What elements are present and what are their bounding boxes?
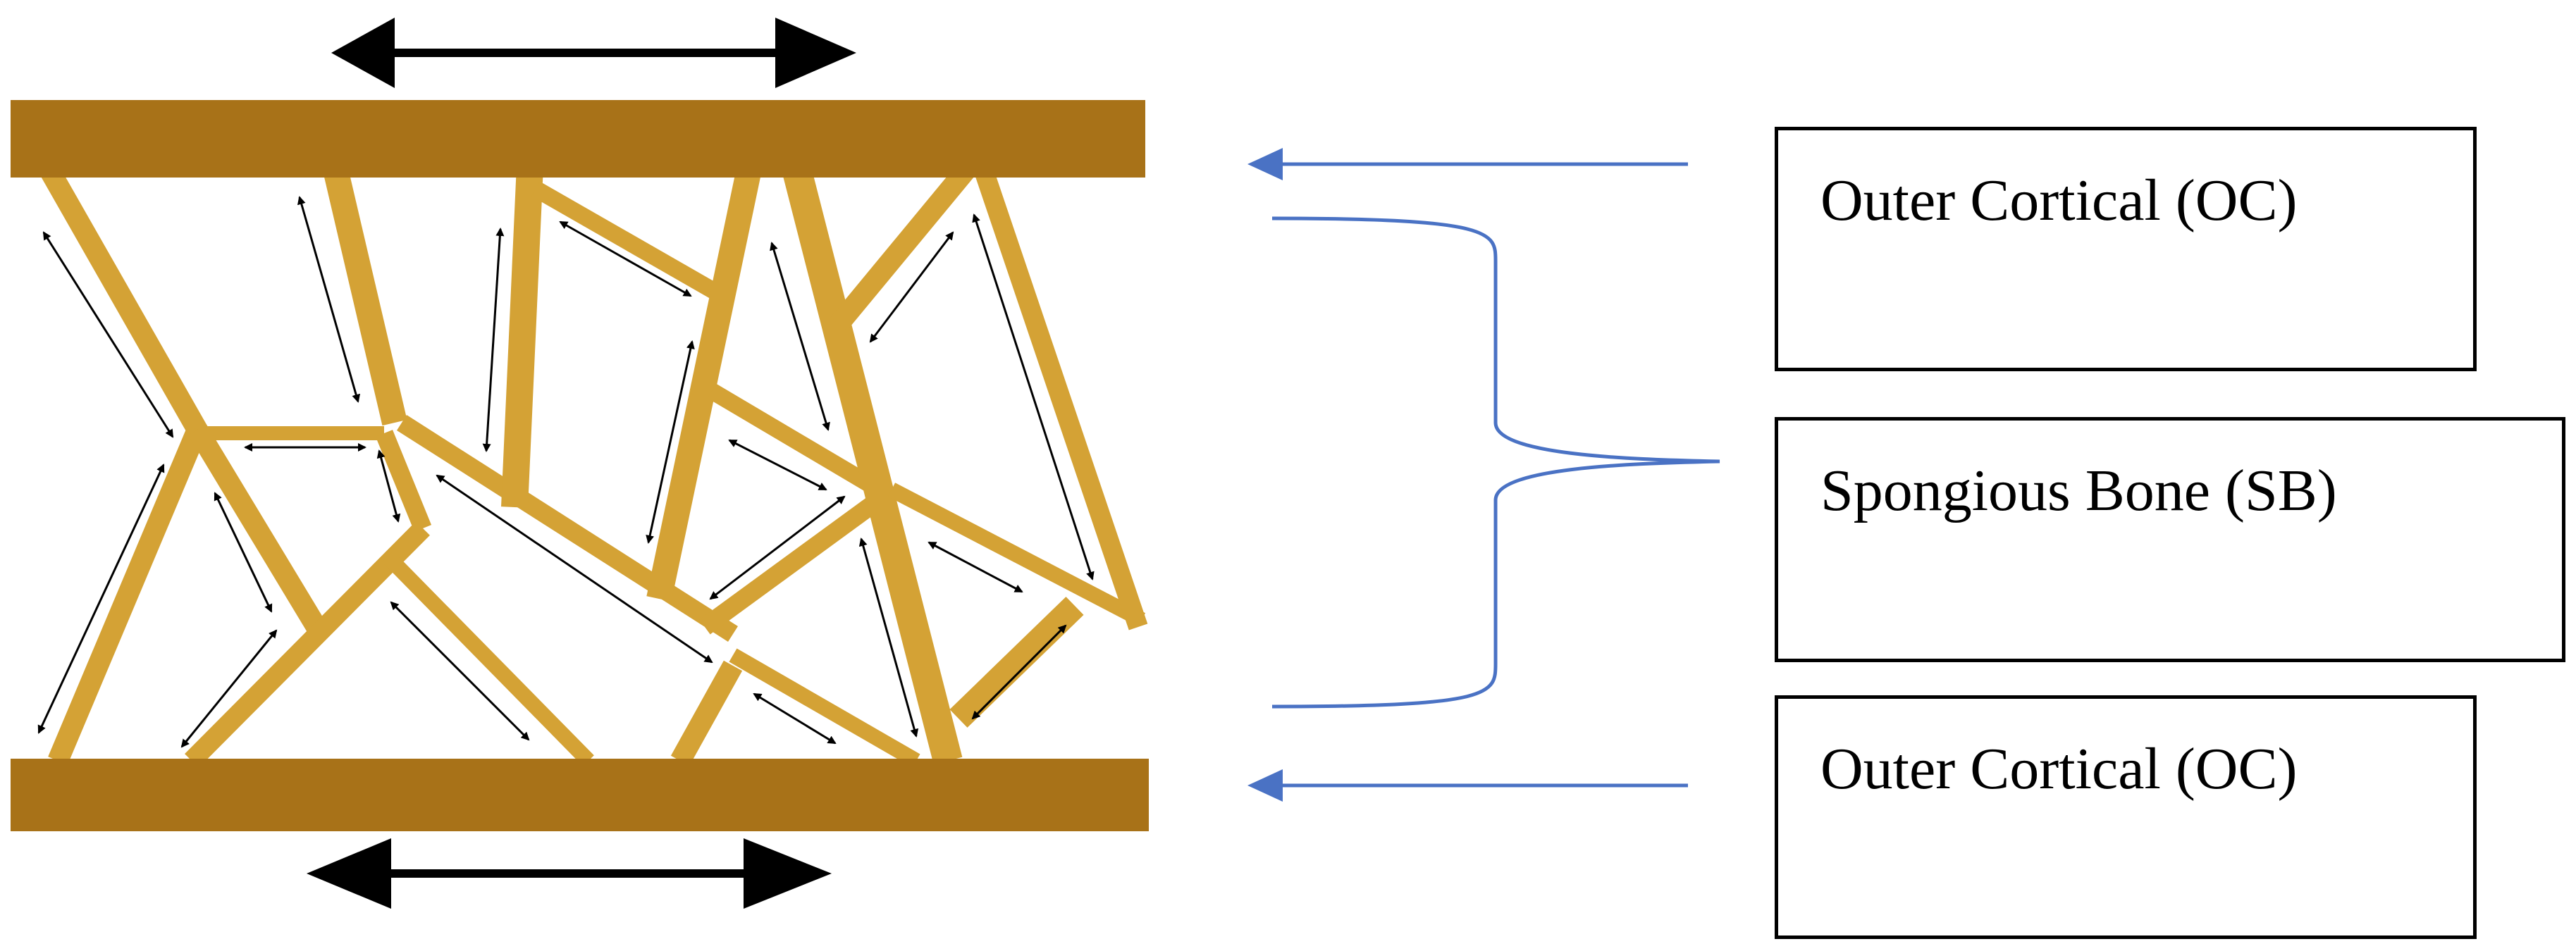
trabecula: [670, 660, 743, 766]
pore-span-arrow: [770, 242, 830, 431]
pore-span-arrow: [42, 231, 174, 438]
pore-span-arrow: [728, 439, 827, 491]
trabecula: [729, 648, 920, 768]
trabecular-network: [29, 146, 1148, 768]
outer-cortical-bottom-label-box: Outer Cortical (OC): [1775, 695, 2477, 939]
trabecula: [382, 551, 594, 766]
pore-span-arrow: [214, 492, 273, 613]
pore-span-arrow: [709, 495, 846, 600]
pore-span-arrow: [753, 692, 837, 745]
bottom-load-arrow: [307, 838, 832, 909]
trabecula: [29, 146, 207, 435]
pore-span-arrow: [858, 537, 919, 738]
pore-span-arrow: [297, 196, 361, 403]
trabecula: [949, 597, 1084, 728]
trabecula: [375, 430, 432, 532]
pore-span-arrow: [971, 624, 1067, 720]
pore-span-arrow: [869, 231, 954, 343]
spongious-bone-brace: [1271, 216, 1720, 709]
outer-cortical-bottom-label: Outer Cortical (OC): [1820, 736, 2298, 802]
spongious-bone-label-box: Spongious Bone (SB): [1775, 417, 2565, 662]
outer-cortical-bottom-pointer: [1247, 769, 1688, 802]
trabecula: [501, 165, 543, 508]
pore-span-arrow: [482, 228, 505, 452]
trabecula: [646, 166, 762, 602]
trabecula: [531, 181, 727, 304]
outer-cortical-top-label-box: Outer Cortical (OC): [1775, 127, 2477, 371]
pore-span-arrows: [37, 196, 1095, 748]
outer-cortical-bottom-plate: [11, 759, 1149, 831]
outer-cortical-top-pointer: [1247, 148, 1688, 180]
pore-span-arrow: [559, 220, 692, 297]
pore-span-arrow: [972, 213, 1095, 580]
top-load-arrow: [331, 18, 856, 88]
pore-span-arrow: [180, 629, 278, 748]
trabecula: [699, 485, 894, 635]
trabecula: [188, 424, 330, 640]
outer-cortical-top-label: Outer Cortical (OC): [1820, 168, 2298, 233]
trabecula: [970, 155, 1148, 630]
trabecula: [319, 148, 407, 426]
trabecula: [830, 155, 981, 331]
outer-cortical-top-plate: [11, 100, 1145, 178]
spongious-bone-label: Spongious Bone (SB): [1820, 458, 2337, 523]
trabecula: [48, 425, 207, 765]
pore-span-arrow: [436, 474, 713, 664]
pore-span-arrow: [928, 541, 1023, 593]
pore-span-arrow: [376, 449, 401, 523]
pore-span-arrow: [390, 601, 530, 741]
pore-span-arrow: [37, 464, 165, 734]
